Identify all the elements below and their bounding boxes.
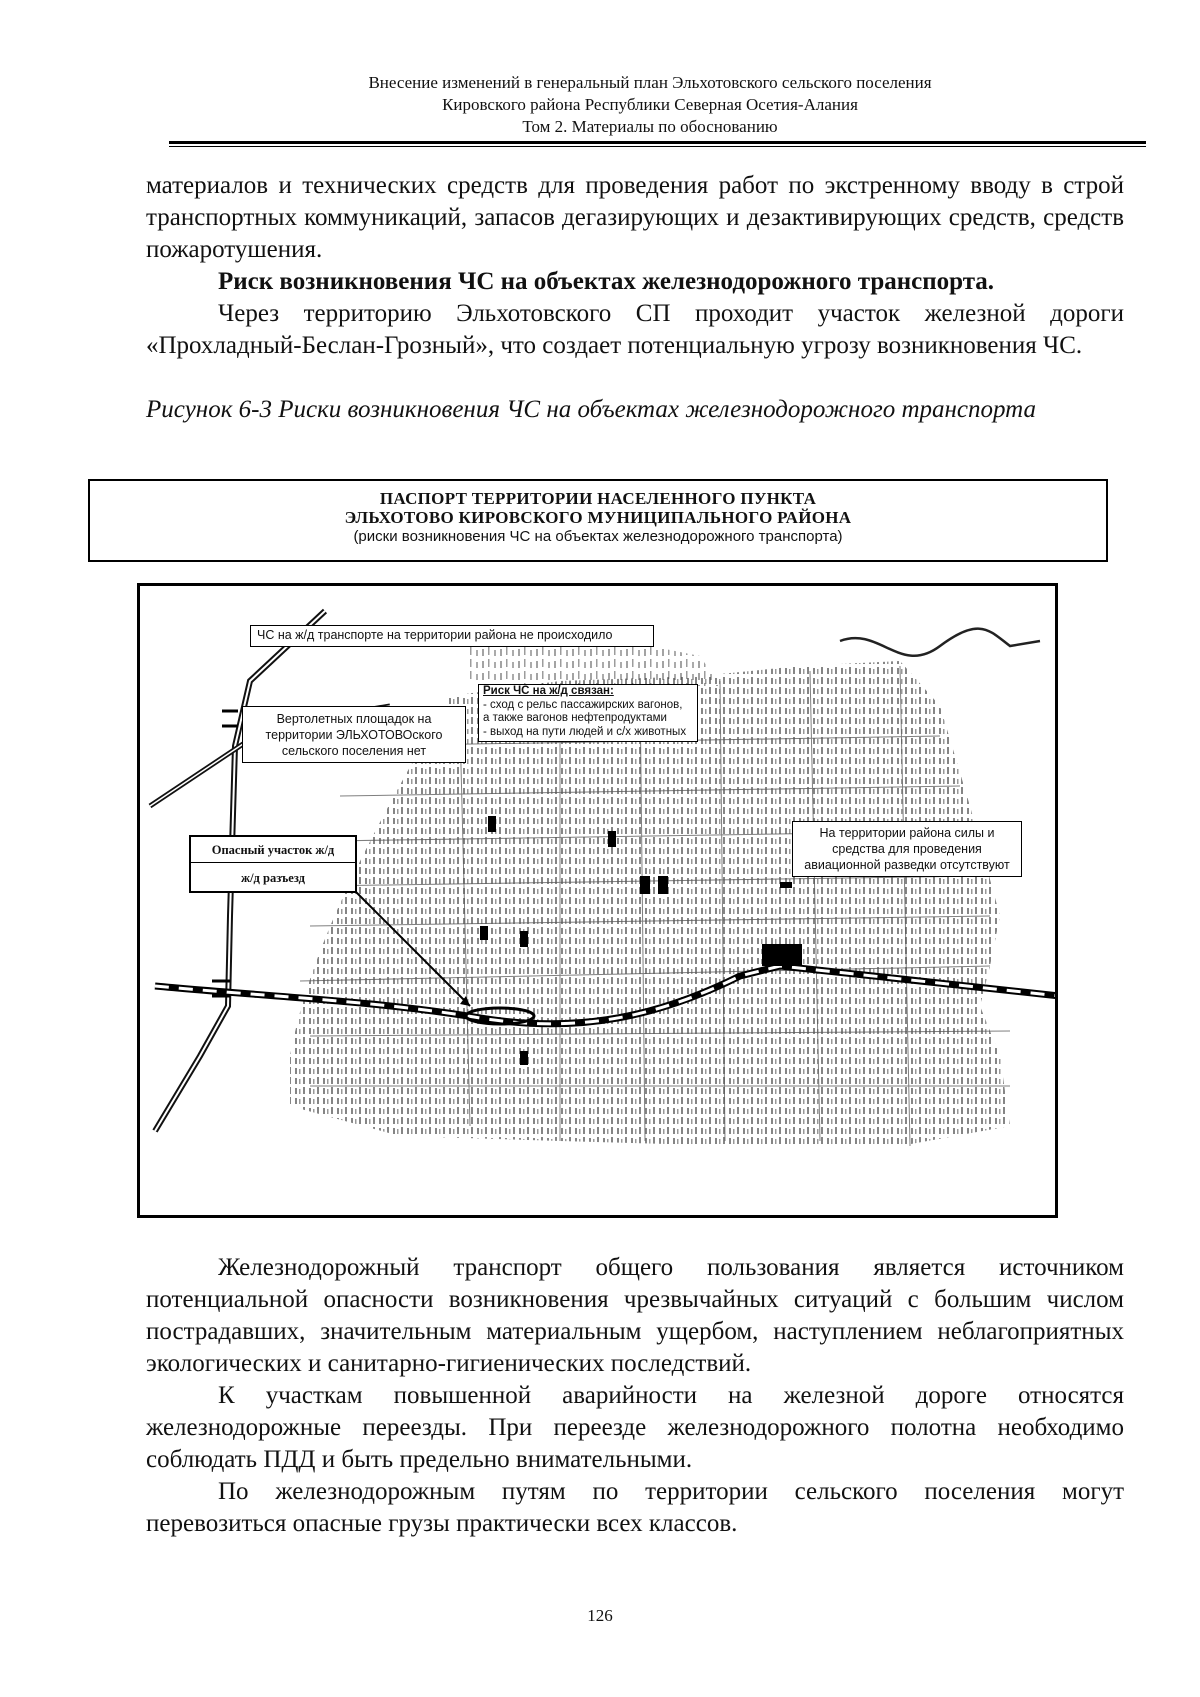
page-number: 126 (587, 1606, 613, 1625)
label-risk-line-2: а также вагонов нефтепродуктами (483, 712, 667, 724)
header-rule-thin (169, 146, 1146, 147)
label-heliports: Вертолетных площадок на территории ЭЛЬХО… (242, 706, 466, 763)
passport-title-2: ЭЛЬХОТОВО КИРОВСКОГО МУНИЦИПАЛЬНОГО РАЙО… (344, 508, 852, 527)
label-risk-line-3: - выход на пути людей и с/х животных (483, 725, 687, 738)
label-aviation-line-1: На территории района силы и (819, 826, 995, 840)
figure-caption: Рисунок 6-3 Риски возникновения ЧС на об… (146, 396, 1037, 423)
passport-title-1: ПАСПОРТ ТЕРРИТОРИИ НАСЕЛЕННОГО ПУНКТА (379, 489, 817, 508)
danger-arrow (354, 890, 471, 1007)
passport-title-box: ПАСПОРТ ТЕРРИТОРИИ НАСЕЛЕННОГО ПУНКТА ЭЛ… (88, 479, 1108, 562)
paragraph-continuation: материалов и технических средств для про… (146, 172, 1124, 263)
paragraph-railway-hazard: Железнодорожный транспорт общего пользов… (146, 1254, 1124, 1377)
label-heliport-line-2: территории ЭЛЬХОТОВОского (265, 728, 443, 742)
danger-zone-ellipse (464, 1006, 536, 1026)
label-aviation: На территории района силы и средства для… (792, 821, 1022, 877)
paragraph-crossings: К участкам повышенной аварийности на жел… (146, 1382, 1124, 1473)
label-risk-causes: Риск ЧС на ж/д связан: - сход с рельс па… (478, 684, 698, 742)
label-aviation-line-2: средства для проведения (832, 842, 982, 856)
label-no-incidents-text: ЧС на ж/д транспорте на территории район… (257, 628, 613, 642)
paragraph-dangerous-cargo: По железнодорожным путям по территории с… (146, 1478, 1124, 1537)
label-danger-line-1: Опасный участок ж/д (191, 837, 355, 863)
header-rule-thick (169, 141, 1146, 144)
crossing-north (222, 709, 238, 728)
crossing-south (212, 979, 230, 998)
label-aviation-line-3: авиационной разведки отсутствуют (804, 858, 1010, 872)
header-line-2: Кировского района Республики Северная Ос… (442, 95, 858, 114)
label-danger-line-2: ж/д разъезд (241, 871, 305, 885)
label-dangerous-section: Опасный участок ж/д ж/д разъезд (189, 835, 357, 893)
running-header: Внесение изменений в генеральный план Эл… (150, 72, 1150, 138)
label-risk-title: Риск ЧС на ж/д связан: (483, 685, 614, 697)
built-up-area-north (470, 641, 720, 686)
label-no-incidents: ЧС на ж/д транспорте на территории район… (250, 625, 654, 647)
label-heliport-line-3: сельского поселения нет (281, 744, 427, 758)
section-heading: Риск возникновения ЧС на объектах железн… (218, 268, 995, 295)
station-building (762, 944, 802, 966)
header-line-3: Том 2. Материалы по обоснованию (522, 117, 778, 136)
label-risk-line-1: - сход с рельс пассажирских вагонов, (483, 698, 683, 711)
building-markers (480, 816, 792, 1065)
river (839, 627, 1041, 658)
label-heliport-line-1: Вертолетных площадок на (276, 712, 432, 726)
passport-subtitle: (риски возникновения ЧС на объектах желе… (353, 528, 843, 545)
header-line-1: Внесение изменений в генеральный план Эл… (368, 73, 932, 92)
paragraph-railway-route: Через территорию Эльхотовского СП проход… (146, 300, 1124, 359)
built-up-area (290, 661, 1010, 1146)
settlement-map: ЧС на ж/д транспорте на территории район… (137, 583, 1058, 1218)
map-drawing (148, 608, 1055, 1147)
